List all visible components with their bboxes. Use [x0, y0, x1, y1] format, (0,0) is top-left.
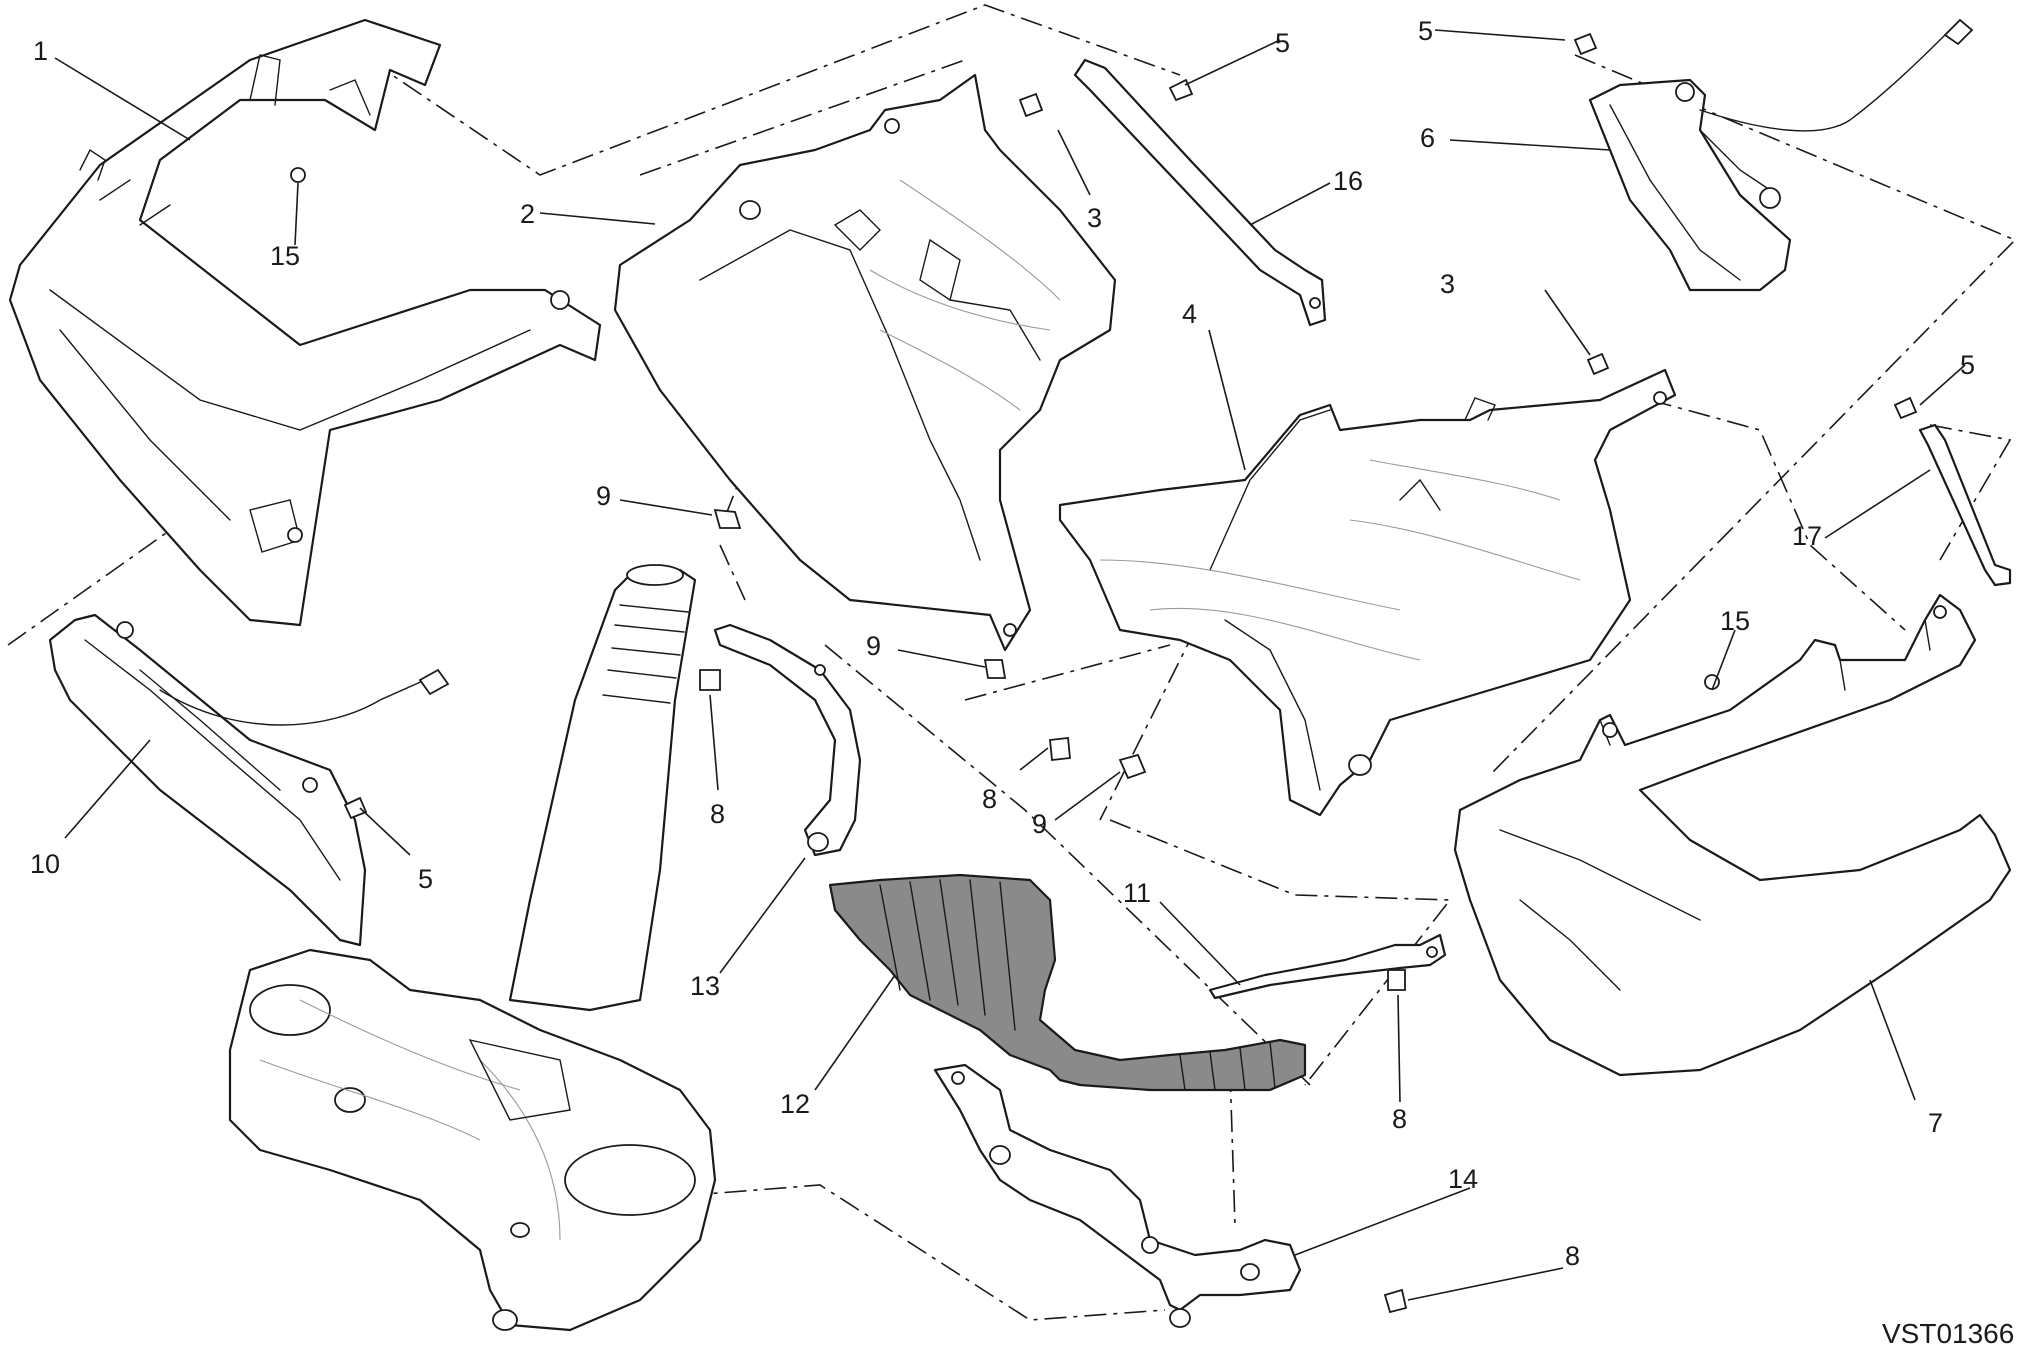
part-7-lower-fairing: [1453, 593, 2012, 1077]
part-10-indicator-left: [48, 613, 450, 947]
callout-9: 9: [1032, 809, 1047, 839]
callout-10: 10: [30, 849, 60, 879]
callout-5: 5: [1418, 16, 1433, 46]
part-12-duct-hose: [828, 873, 1307, 1092]
callout-1: 1: [33, 36, 48, 66]
callout-4: 4: [1182, 299, 1197, 329]
part-17-rod-bracket: [1918, 423, 2012, 587]
part-14-lower-bracket: [933, 1063, 1302, 1328]
callout-7: 7: [1928, 1108, 1943, 1138]
callout-6: 6: [1420, 123, 1435, 153]
part-16-long-bracket: [1073, 58, 1327, 327]
part-2-inner-duct-left: [613, 73, 1117, 652]
callout-16: 16: [1333, 166, 1363, 196]
part-4-inner-duct-right: [1058, 368, 1677, 817]
part-6-indicator-right: [1588, 18, 1974, 292]
callout-15: 15: [270, 241, 300, 271]
callout-3: 3: [1440, 269, 1455, 299]
drawing-code: VST01366: [1882, 1318, 2014, 1349]
callout-2: 2: [520, 199, 535, 229]
fasteners: [290, 32, 1918, 1314]
callout-5: 5: [418, 864, 433, 894]
callout-17: 17: [1792, 521, 1822, 551]
callout-5: 5: [1275, 28, 1290, 58]
callout-8: 8: [1565, 1241, 1580, 1271]
callout-12: 12: [780, 1089, 810, 1119]
part-1-upper-frame-cover: [8, 18, 602, 627]
steering-stem-triple-clamp: [228, 564, 717, 1332]
callout-8: 8: [982, 784, 997, 814]
leader-lines: [54, 29, 1966, 1301]
callout-11: 11: [1123, 878, 1151, 908]
callout-9: 9: [866, 631, 881, 661]
callout-15: 15: [1720, 606, 1750, 636]
callout-13: 13: [690, 971, 720, 1001]
part-13-curved-bracket: [713, 623, 862, 857]
callout-labels: 1 2 3 3 4 5 5 5 5 6 7 8 8 8 8 9 9 9 10 1…: [30, 16, 1975, 1271]
callout-8: 8: [1392, 1104, 1407, 1134]
callout-5: 5: [1960, 350, 1975, 380]
part-11-thin-bracket: [1208, 933, 1447, 1000]
callout-8: 8: [710, 799, 725, 829]
callout-9: 9: [596, 481, 611, 511]
callout-14: 14: [1448, 1164, 1478, 1194]
callout-3: 3: [1087, 203, 1102, 233]
